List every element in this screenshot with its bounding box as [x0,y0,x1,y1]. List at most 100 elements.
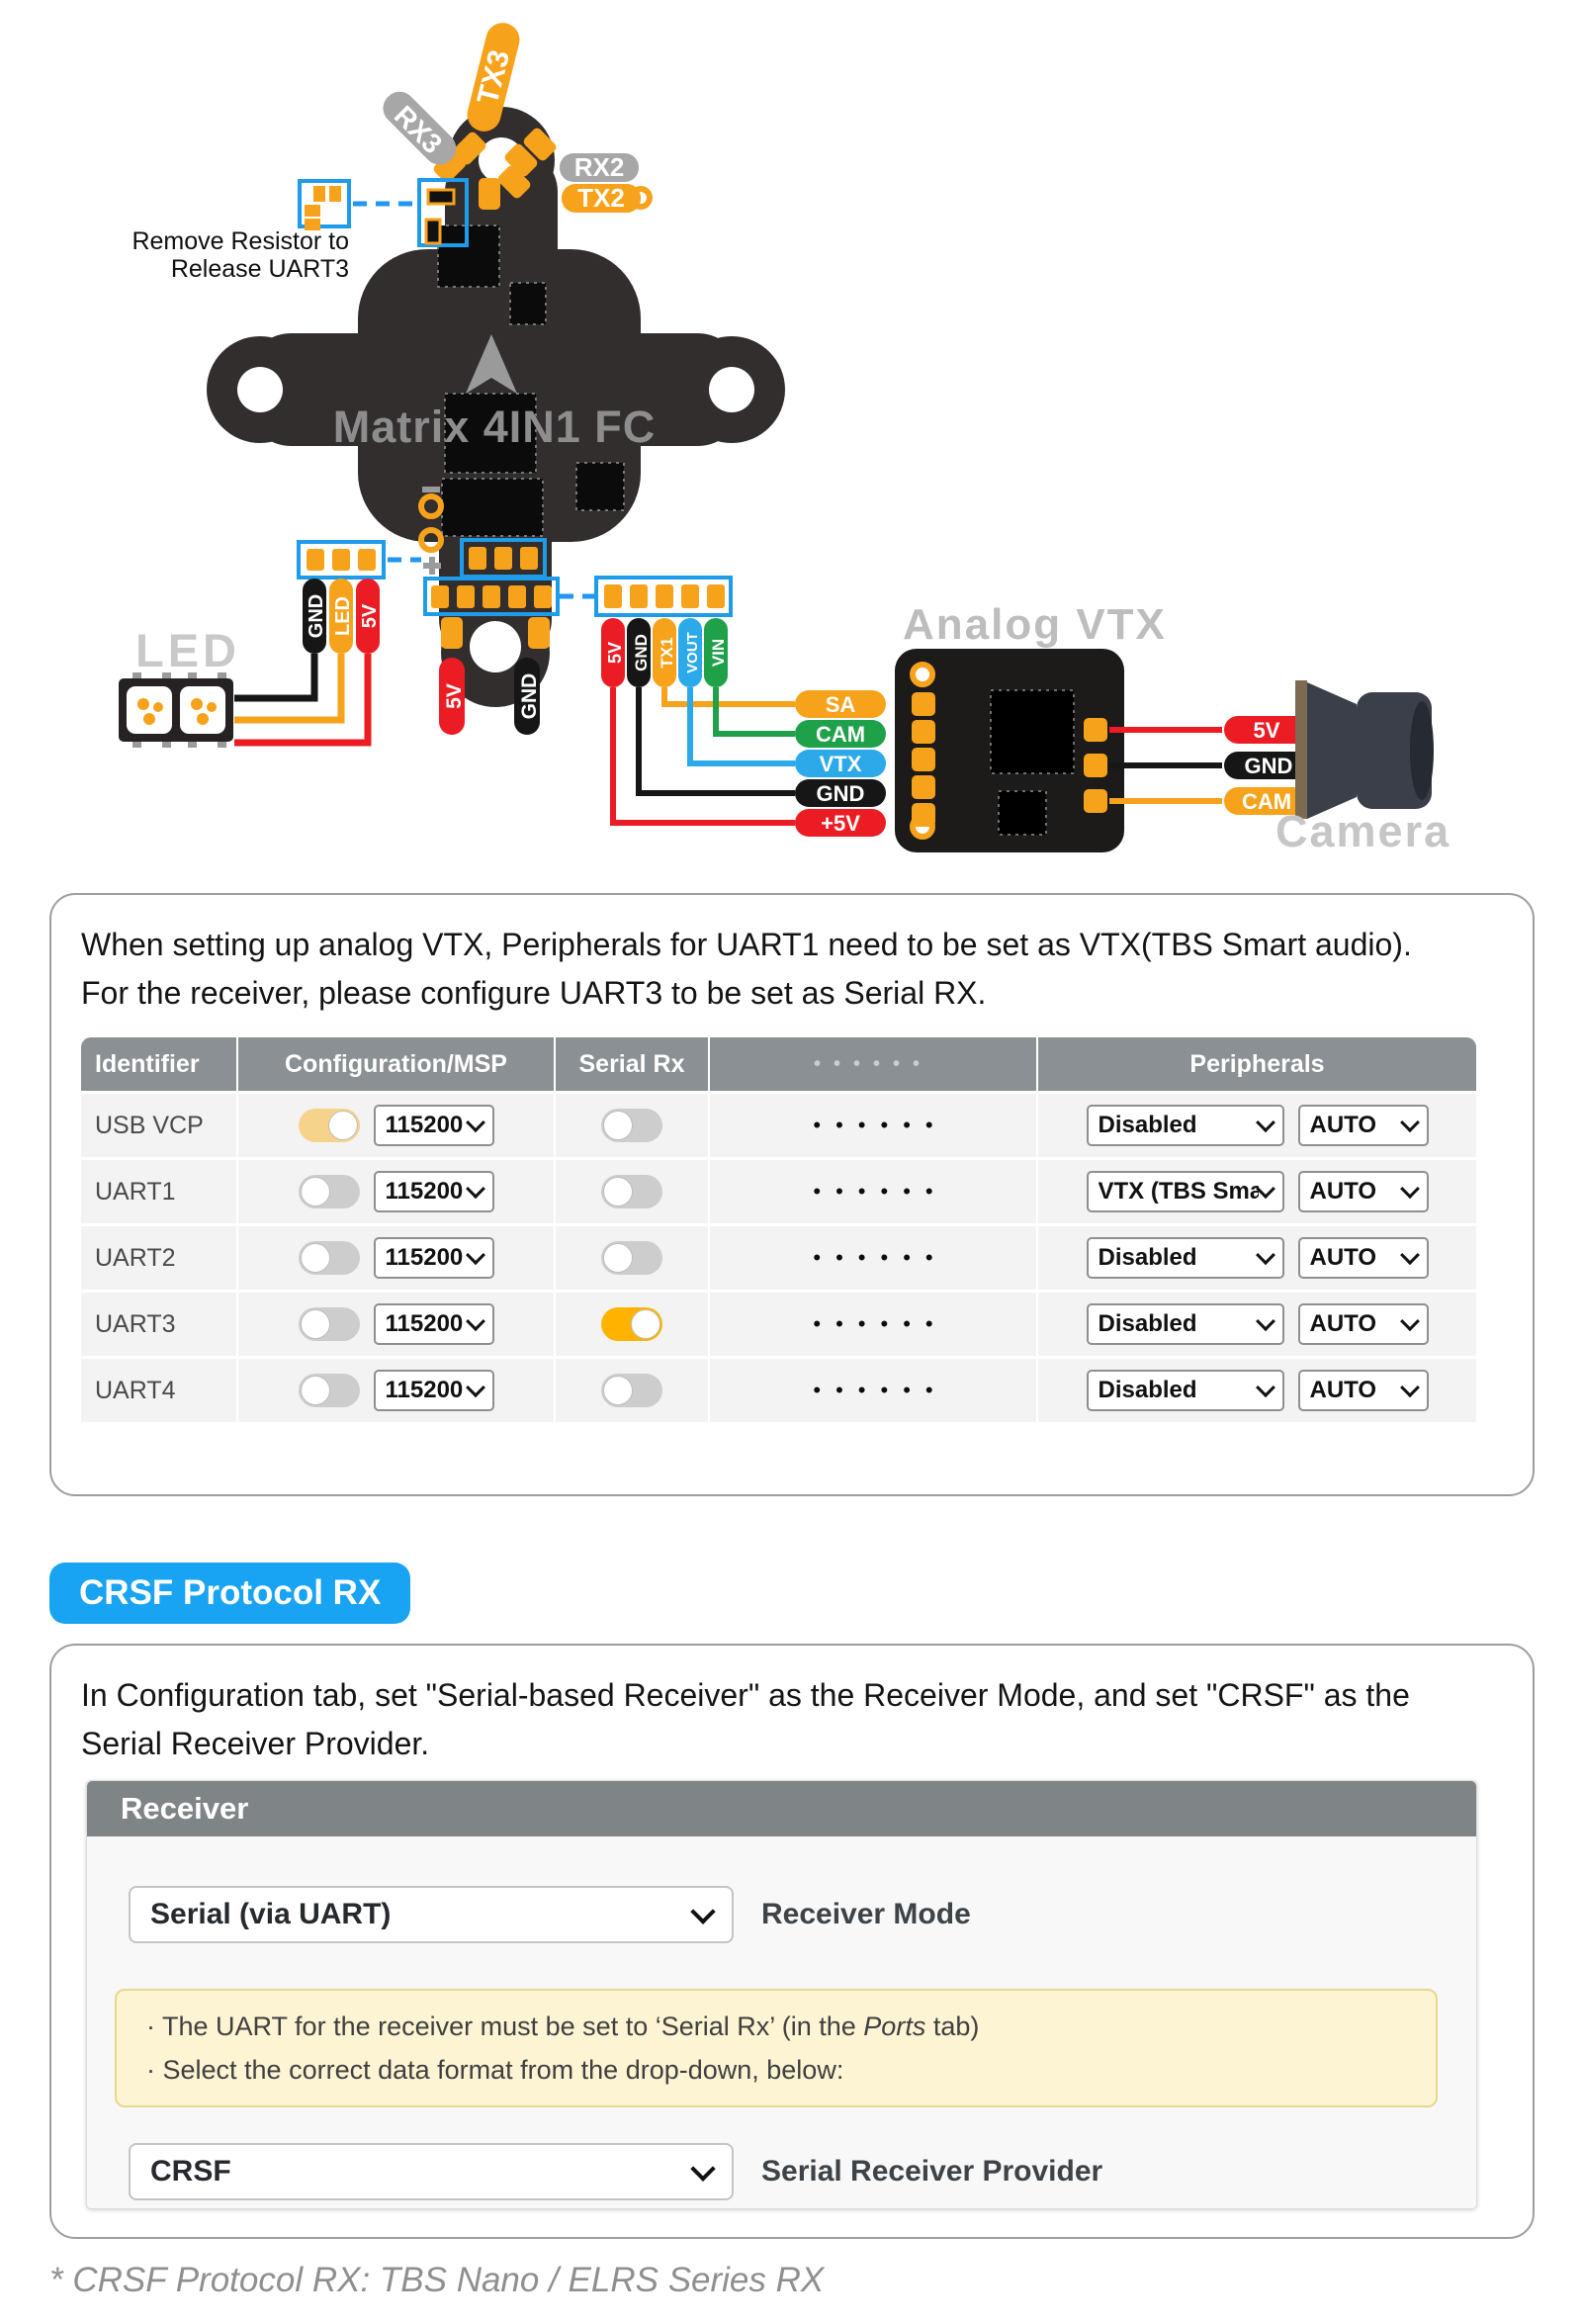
uart-pin-vin: VIN [704,618,728,687]
toggle-knob [300,1177,330,1207]
serial-rx-toggle[interactable] [601,1175,662,1208]
baud-select[interactable]: 115200 [373,1237,494,1279]
table-row-identifier: UART4 [81,1359,236,1422]
svg-text:SA: SA [826,692,856,717]
serial-rx-toggle[interactable] [601,1307,662,1341]
col-header-configuration-msp: Configuration/MSP [238,1037,554,1091]
wiring-diagram: Matrix 4IN1 FC Remove Resistor to Releas… [119,23,1450,856]
led-section-title: LED [135,624,240,676]
table-row-identifier: UART1 [81,1160,236,1223]
table-cell-hidden: •••••• [710,1160,1036,1223]
receiver-note-line1: · The UART for the receiver must be set … [146,2011,980,2041]
col-header-identifier: Identifier [81,1037,236,1091]
toggle-knob [603,1376,633,1405]
vtx-pin-sa: SA [795,690,886,718]
remove-resistor-note-line2: Release UART3 [171,255,349,283]
crsf-protocol-badge: CRSF Protocol RX [49,1563,411,1624]
vtx-pin-plus5v: +5V [795,809,886,837]
serial-rx-toggle[interactable] [601,1241,662,1275]
serial-provider-label: Serial Receiver Provider [761,2155,1103,2188]
table-row-identifier: USB VCP [81,1094,236,1157]
receiver-note-line2: · Select the correct data format from th… [146,2055,844,2085]
table-cell-peripherals: Disabled AUTO [1038,1359,1476,1422]
peripheral-select[interactable]: Disabled [1086,1237,1284,1279]
msp-toggle[interactable] [298,1241,360,1275]
camera-title: Camera [1275,806,1450,856]
camera [1295,680,1434,819]
svg-text:LED: LED [332,596,354,636]
svg-text:GND: GND [632,634,651,671]
toggle-knob [327,1111,358,1140]
msp-toggle[interactable] [298,1175,360,1208]
svg-text:TX2: TX2 [577,183,625,213]
peripheral-select[interactable]: VTX (TBS Sma [1086,1171,1284,1212]
vtx-wires [610,687,795,826]
chevron-down-icon [1255,1311,1275,1332]
table-cell-config: 115200 [238,1293,554,1356]
baud-select[interactable]: 115200 [373,1105,494,1146]
svg-text:VTX: VTX [820,752,862,776]
chevron-down-icon [1255,1179,1275,1200]
table-cell-serial-rx [556,1359,708,1422]
led-pin-5v: 5V [356,579,381,654]
chevron-down-icon [690,2156,716,2182]
chevron-down-icon [690,1899,716,1924]
peripheral-speed-select[interactable]: AUTO [1297,1171,1429,1212]
vtx-pin-vtx: VTX [795,750,886,777]
baud-select[interactable]: 115200 [373,1370,494,1411]
table-cell-serial-rx [556,1293,708,1356]
serial-provider-select[interactable]: CRSF [129,2143,734,2200]
col-header-serial-rx: Serial Rx [556,1037,708,1091]
svg-text:GND: GND [306,594,327,638]
baud-select[interactable]: 115200 [373,1171,494,1212]
rx2-pill: RX2 [560,152,639,182]
resistor-callout [298,179,416,230]
uart-pin-gnd: GND [627,618,651,687]
ports-intro-line1: When setting up analog VTX, Peripherals … [81,927,1412,962]
table-cell-peripherals: Disabled AUTO [1038,1293,1476,1356]
chevron-down-icon [1399,1311,1420,1332]
power-pin-gnd: GND [514,658,541,735]
peripheral-speed-select[interactable]: AUTO [1297,1237,1429,1279]
board-title: Matrix 4IN1 FC [333,402,657,452]
serial-rx-toggle[interactable] [601,1374,662,1407]
vtx-title: Analog VTX [903,600,1167,649]
chevron-down-icon [465,1378,485,1398]
table-cell-config: 115200 [238,1226,554,1290]
msp-toggle[interactable] [298,1109,360,1142]
baud-select[interactable]: 115200 [373,1303,494,1345]
top-arm-pads [433,128,557,210]
table-cell-peripherals: VTX (TBS Sma AUTO [1038,1160,1476,1223]
receiver-panel-title: Receiver [87,1781,1476,1836]
peripheral-select[interactable]: Disabled [1086,1105,1284,1146]
peripheral-speed-select[interactable]: AUTO [1297,1370,1429,1411]
receiver-panel: Receiver Serial (via UART) Receiver Mode… [86,1780,1477,2209]
chevron-down-icon [1399,1245,1420,1266]
peripheral-speed-select[interactable]: AUTO [1297,1105,1429,1146]
led-callout [297,540,421,580]
vtx-module [895,649,1124,852]
receiver-mode-select[interactable]: Serial (via UART) [129,1886,734,1943]
vtx-pin-cam: CAM [795,720,886,748]
table-cell-peripherals: Disabled AUTO [1038,1094,1476,1157]
msp-toggle[interactable] [298,1374,360,1407]
peripheral-select[interactable]: Disabled [1086,1370,1284,1411]
peripheral-select[interactable]: Disabled [1086,1303,1284,1345]
uart1-pad-row [423,577,594,616]
table-cell-peripherals: Disabled AUTO [1038,1226,1476,1290]
ports-intro: When setting up analog VTX, Peripherals … [81,921,1485,1018]
serial-rx-toggle[interactable] [601,1109,662,1142]
peripheral-speed-select[interactable]: AUTO [1297,1303,1429,1345]
chevron-down-icon [465,1245,485,1266]
remove-resistor-note-line1: Remove Resistor to [132,227,349,255]
toggle-knob [300,1376,330,1405]
receiver-note: · The UART for the receiver must be set … [115,1989,1438,2107]
uart1-callout [594,576,733,617]
chevron-down-icon [1255,1378,1275,1398]
svg-text:5V: 5V [359,603,381,628]
uart3-resistor-zone [417,178,469,247]
svg-text:CAM: CAM [1242,789,1291,814]
msp-toggle[interactable] [298,1307,360,1341]
battery-pads [418,487,444,575]
orientation-arrow-icon [466,334,517,394]
